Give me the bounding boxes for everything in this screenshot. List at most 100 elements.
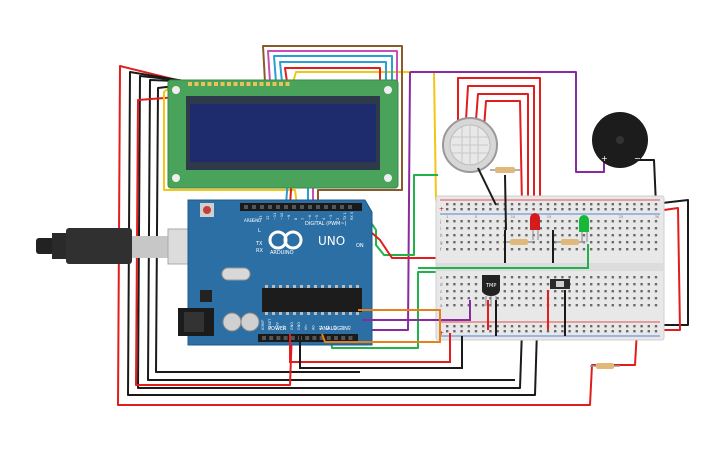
breadboard-hole[interactable] [568,290,571,293]
breadboard-hole[interactable] [446,203,449,206]
wire-orange-front[interactable] [321,309,441,343]
breadboard-hole[interactable] [482,241,485,244]
breadboard-hole[interactable] [633,290,636,293]
breadboard-hole[interactable] [604,283,607,286]
breadboard-hole[interactable] [503,227,506,230]
breadboard-hole[interactable] [503,330,506,333]
breadboard-hole[interactable] [647,248,650,251]
breadboard-hole[interactable] [453,330,456,333]
breadboard-hole[interactable] [453,203,456,206]
power-pin-socket[interactable] [305,336,310,340]
breadboard-hole[interactable] [539,325,542,328]
breadboard-hole[interactable] [597,241,600,244]
breadboard-hole[interactable] [575,283,578,286]
breadboard-hole[interactable] [539,283,542,286]
breadboard-hole[interactable] [611,297,614,300]
breadboard-hole[interactable] [489,220,492,223]
breadboard-hole[interactable] [611,330,614,333]
wire-black-buzzer[interactable] [636,159,657,206]
breadboard-hole[interactable] [467,220,470,223]
breadboard-hole[interactable] [633,325,636,328]
breadboard-hole[interactable] [453,283,456,286]
breadboard-hole[interactable] [460,290,463,293]
breadboard-hole[interactable] [467,304,470,307]
breadboard-hole[interactable] [489,325,492,328]
breadboard-hole[interactable] [626,248,629,251]
wire-red-sensor-3[interactable] [475,93,529,205]
breadboard-hole[interactable] [647,325,650,328]
wire-red-sensor-4[interactable] [483,100,523,206]
breadboard-hole[interactable] [510,330,514,333]
breadboard-hole[interactable] [482,234,485,237]
power-pin-socket[interactable] [334,336,338,340]
breadboard-hole[interactable] [474,241,478,244]
breadboard-hole[interactable] [582,248,586,251]
breadboard-hole[interactable] [489,304,492,307]
breadboard-hole[interactable] [626,276,629,279]
breadboard-hole[interactable] [561,290,564,293]
breadboard-hole[interactable] [496,208,499,211]
breadboard-hole[interactable] [474,234,478,237]
breadboard-hole[interactable] [489,297,492,300]
breadboard-hole[interactable] [510,297,514,300]
breadboard-hole[interactable] [561,297,564,300]
breadboard-hole[interactable] [467,203,470,206]
breadboard-hole[interactable] [590,208,593,211]
breadboard-hole[interactable] [460,304,463,307]
breadboard-hole[interactable] [474,208,478,211]
breadboard-hole[interactable] [618,248,622,251]
digital-pin-socket[interactable] [292,205,296,209]
arduino-uno-board[interactable]: UNO ARDUINO DIGITAL (PWM~) POWER ANALOG … [178,199,373,346]
breadboard-hole[interactable] [561,220,564,223]
breadboard-hole[interactable] [546,220,550,223]
breadboard-hole[interactable] [611,234,614,237]
breadboard-hole[interactable] [510,304,514,307]
breadboard-hole[interactable] [618,208,622,211]
breadboard-hole[interactable] [496,304,499,307]
breadboard-hole[interactable] [518,276,521,279]
breadboard-hole[interactable] [633,304,636,307]
breadboard-hole[interactable] [539,220,542,223]
lcd-pin[interactable] [240,82,244,86]
breadboard-hole[interactable] [590,203,593,206]
breadboard-hole[interactable] [546,283,550,286]
breadboard-hole[interactable] [489,330,492,333]
breadboard-hole[interactable] [532,304,535,307]
breadboard-hole[interactable] [546,248,550,251]
breadboard-hole[interactable] [489,248,492,251]
wire-green-1[interactable] [365,174,438,256]
breadboard-hole[interactable] [611,208,614,211]
breadboard-hole[interactable] [539,330,542,333]
breadboard-hole[interactable] [532,208,535,211]
digital-pin-socket[interactable] [252,205,256,209]
breadboard-hole[interactable] [590,297,593,300]
breadboard-hole[interactable] [460,283,463,286]
digital-pin-socket[interactable] [324,205,328,209]
breadboard-hole[interactable] [597,304,600,307]
breadboard-hole[interactable] [654,297,658,300]
breadboard-hole[interactable] [518,203,521,206]
breadboard-hole[interactable] [597,297,600,300]
breadboard-hole[interactable] [474,203,478,206]
breadboard-hole[interactable] [626,283,629,286]
breadboard-hole[interactable] [575,330,578,333]
breadboard-hole[interactable] [467,241,470,244]
breadboard-hole[interactable] [546,276,550,279]
breadboard-hole[interactable] [654,304,658,307]
breadboard-hole[interactable] [604,227,607,230]
breadboard-hole[interactable] [611,227,614,230]
breadboard-hole[interactable] [647,234,650,237]
breadboard-hole[interactable] [510,325,514,328]
breadboard-hole[interactable] [525,220,528,223]
breadboard-hole[interactable] [453,297,456,300]
breadboard-hole[interactable] [518,283,521,286]
breadboard-hole[interactable] [446,234,449,237]
breadboard-hole[interactable] [611,248,614,251]
breadboard-hole[interactable] [554,248,557,251]
breadboard-hole[interactable] [539,241,542,244]
breadboard-hole[interactable] [640,325,643,328]
breadboard-hole[interactable] [554,325,557,328]
breadboard-hole[interactable] [539,227,542,230]
breadboard-hole[interactable] [496,325,499,328]
lcd-pin[interactable] [227,82,231,86]
